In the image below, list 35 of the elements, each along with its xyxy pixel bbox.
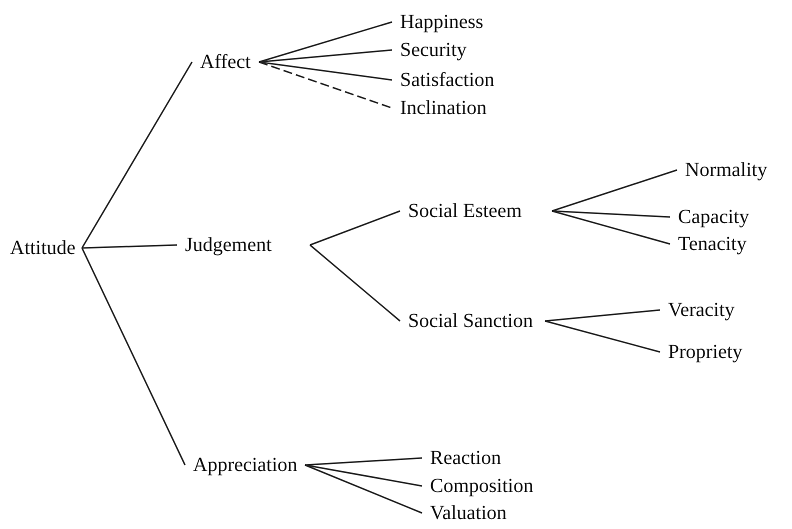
connector-line (258, 61, 392, 81)
category-label: Tenacity (678, 232, 747, 256)
connector-line (310, 210, 400, 246)
connector-line (310, 244, 400, 322)
connector-line (258, 61, 392, 109)
category-label: Veracity (668, 298, 735, 322)
category-label: Judgement (185, 233, 272, 257)
connector-line (258, 21, 392, 63)
category-label: Normality (685, 158, 768, 182)
connector-line (304, 464, 422, 514)
category-label: Happiness (400, 10, 484, 34)
category-label: Valuation (430, 501, 507, 525)
category-label: Appreciation (193, 453, 298, 477)
connector-line (304, 457, 422, 466)
category-label: Propriety (668, 340, 742, 364)
category-label: Social Sanction (408, 309, 533, 333)
category-label: Social Esteem (408, 199, 522, 223)
category-label: Attitude (10, 236, 76, 260)
connector-line (544, 309, 660, 322)
category-label: Security (400, 38, 467, 62)
connector-line (81, 62, 193, 248)
connector-line (258, 49, 392, 63)
connector-line (552, 169, 678, 212)
connector-line (544, 320, 660, 353)
category-label: Affect (200, 50, 251, 74)
category-label: Capacity (678, 205, 750, 229)
category-label: Reaction (430, 446, 502, 470)
connector-line (552, 210, 670, 218)
category-label: Satisfaction (400, 68, 494, 92)
category-label: Inclination (400, 96, 487, 120)
connector-line (81, 248, 186, 466)
connector-line (304, 464, 422, 487)
category-label: Composition (430, 474, 534, 498)
connector-line (82, 244, 178, 249)
connector-line (552, 210, 670, 245)
